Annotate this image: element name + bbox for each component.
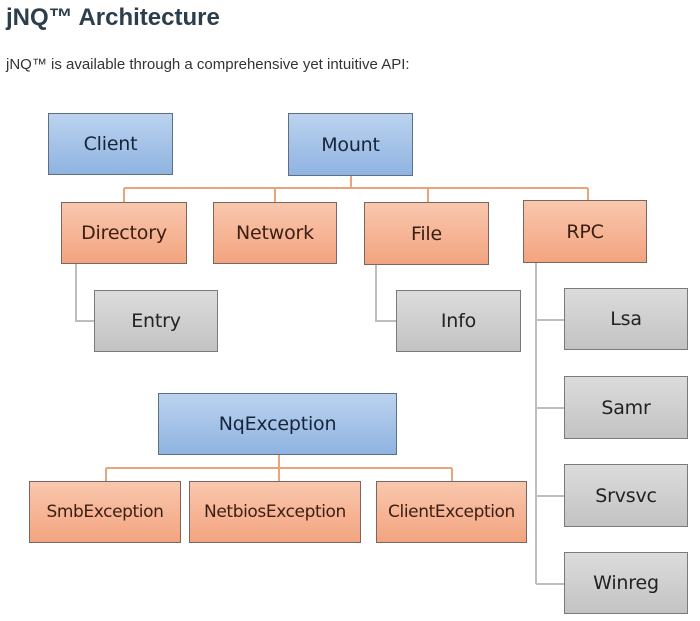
node-info: Info xyxy=(396,290,521,352)
node-mount: Mount xyxy=(288,113,413,176)
connector-info xyxy=(375,265,396,322)
node-nqexception: NqException xyxy=(158,393,397,455)
node-client: Client xyxy=(48,113,173,175)
node-srvsvc: Srvsvc xyxy=(564,464,688,527)
mount-connectors xyxy=(123,176,589,202)
intro-text: jNQ™ is available through a comprehensiv… xyxy=(6,56,410,73)
node-entry: Entry xyxy=(94,290,218,352)
node-samr: Samr xyxy=(564,376,688,439)
node-lsa: Lsa xyxy=(564,288,688,350)
node-network: Network xyxy=(213,202,337,264)
node-winreg: Winreg xyxy=(564,552,688,614)
sub-connectors xyxy=(75,263,564,585)
page-title: jNQ™ Architecture xyxy=(6,4,220,31)
connector-entry xyxy=(75,264,94,322)
node-netbiosexception: NetbiosException xyxy=(189,481,361,543)
node-directory: Directory xyxy=(61,202,187,264)
exception-connectors xyxy=(105,455,453,481)
node-rpc: RPC xyxy=(523,200,647,263)
node-clientexception: ClientException xyxy=(376,481,527,543)
node-file: File xyxy=(364,202,489,265)
node-smbexception: SmbException xyxy=(29,481,181,543)
